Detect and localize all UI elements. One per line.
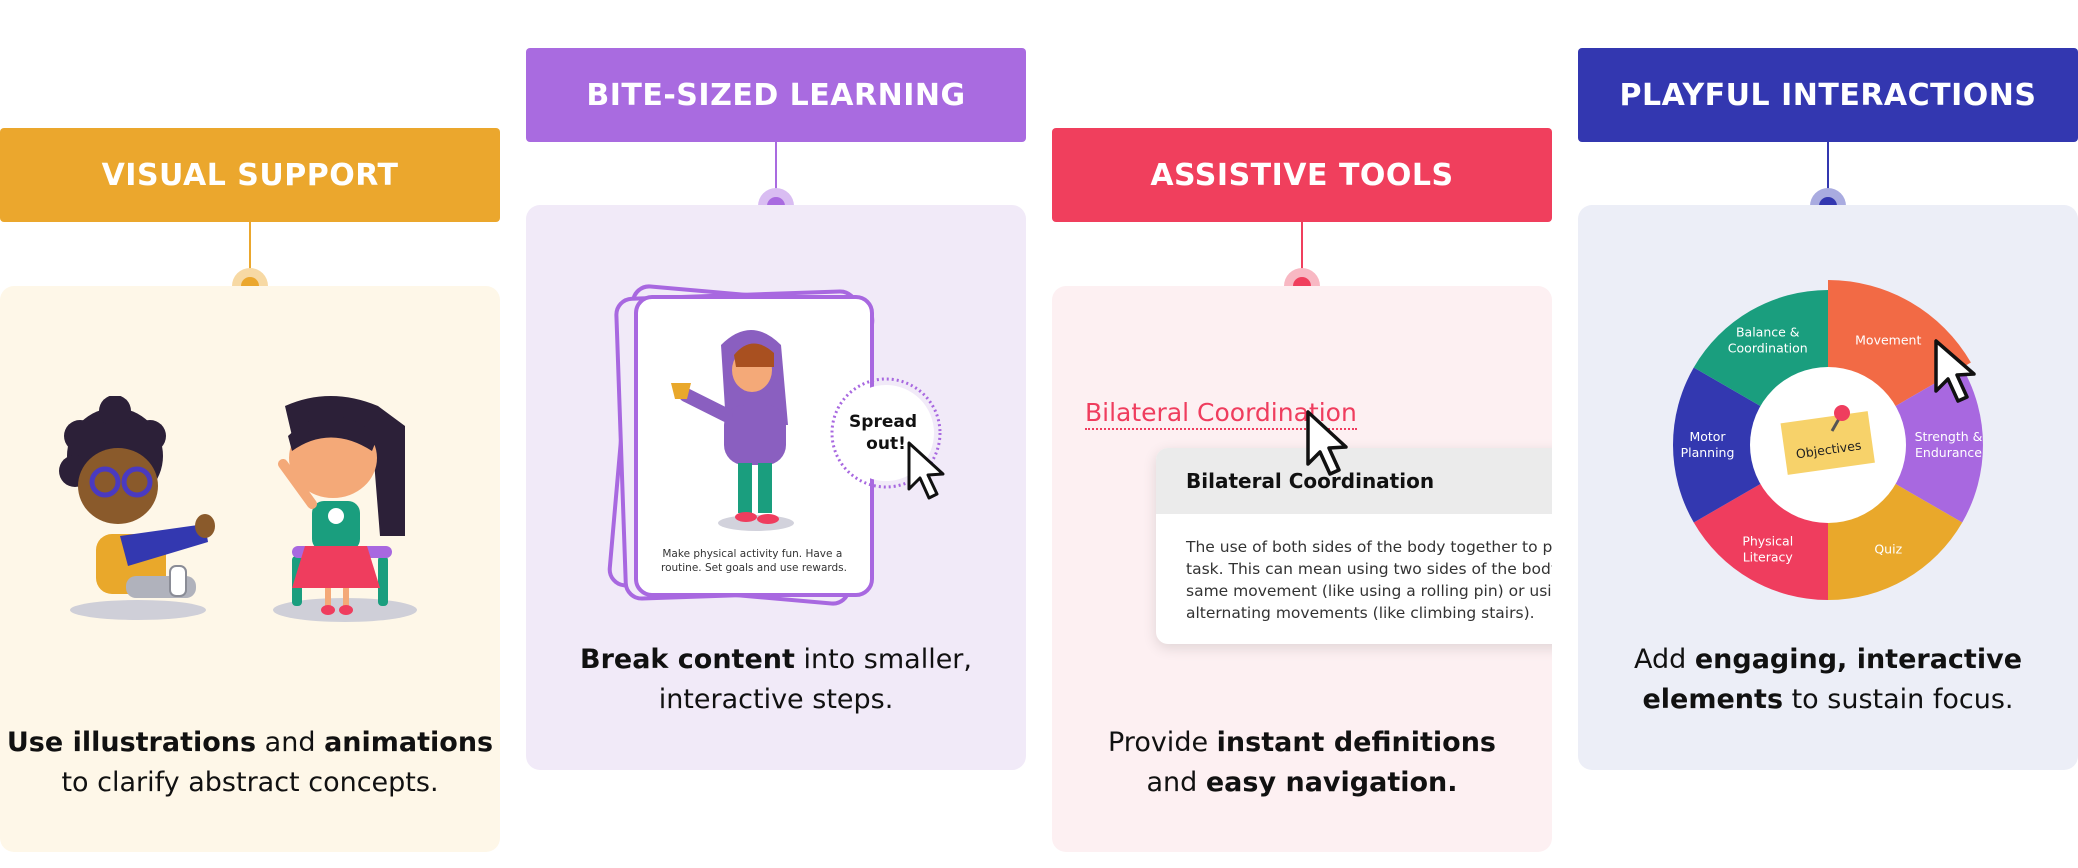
header-playful-interactions: PLAYFUL INTERACTIONS	[1578, 48, 2078, 142]
caption-part: to sustain focus.	[1783, 684, 2014, 715]
header-title: BITE-SIZED LEARNING	[586, 77, 966, 113]
tooltip-title: Bilateral Coordination	[1186, 469, 1435, 493]
caption-part: animations	[324, 727, 494, 758]
column-visual-support: VISUAL SUPPORT	[0, 0, 500, 868]
tooltip-header: Bilateral Coordination	[1156, 448, 1552, 514]
tooltip-line: same movement (like using a rolling pin)…	[1186, 582, 1552, 600]
caption-assistive-tools: Provide instant definitions and easy navi…	[1052, 723, 1552, 803]
caption-part: engaging, interactive	[1694, 644, 2023, 675]
connector-line	[775, 142, 777, 204]
sticky-note	[1780, 411, 1875, 475]
caption-part: and	[1146, 767, 1206, 798]
column-bite-sized-learning: BITE-SIZED LEARNING Make physical activi…	[526, 0, 1026, 868]
caption-part: and	[256, 727, 325, 758]
caption-part: instant definitions	[1216, 727, 1496, 758]
caption-part: Use illustrations	[6, 727, 257, 758]
cursor-icon	[1306, 410, 1348, 476]
caption-part: to clarify abstract concepts.	[61, 767, 439, 798]
tooltip-line: alternating movements (like climbing sta…	[1186, 604, 1535, 622]
caption-playful-interactions: Add engaging, interactive elements to sus…	[1578, 640, 2078, 720]
children-illustration	[59, 396, 417, 622]
header-title: VISUAL SUPPORT	[101, 157, 399, 193]
header-visual-support: VISUAL SUPPORT	[0, 128, 500, 222]
spread-out-badge: Spread out!	[849, 412, 923, 454]
caption-part: elements	[1642, 684, 1784, 715]
caption-part: into smaller,	[794, 644, 972, 675]
connector-line	[1301, 222, 1303, 286]
tooltip-line: task. This can mean using two sides of t…	[1186, 560, 1552, 578]
caption-visual-support: Use illustrations and animations to clari…	[0, 723, 500, 803]
card-visual-support	[0, 286, 500, 852]
connector-line	[249, 222, 251, 286]
cursor-icon	[907, 441, 945, 500]
caption-part: interactive steps.	[658, 684, 894, 715]
header-bite-sized-learning: BITE-SIZED LEARNING	[526, 48, 1026, 142]
column-assistive-tools: ASSISTIVE TOOLS Bilateral Coordination B…	[1052, 0, 1552, 868]
card-assistive-tools: Bilateral Coordination Bilateral Coordin…	[1052, 286, 1552, 852]
header-assistive-tools: ASSISTIVE TOOLS	[1052, 128, 1552, 222]
header-title: ASSISTIVE TOOLS	[1150, 157, 1454, 193]
tooltip-body: The use of both sides of the body togeth…	[1156, 514, 1552, 624]
pin-icon	[1834, 405, 1850, 421]
caption-bite-sized-learning: Break content into smaller, interactive s…	[526, 640, 1026, 720]
girl-figure	[278, 396, 405, 615]
boy-figure	[59, 396, 215, 598]
wheel-segment-label: Quiz	[1874, 541, 1902, 556]
flashcard-text: Make physical activity fun. Have a routi…	[661, 548, 847, 574]
flashcard-stack: Make physical activity fun. Have a routi…	[607, 284, 945, 606]
caption-part: Break content	[579, 644, 795, 675]
caption-part: Provide	[1108, 727, 1217, 758]
card-bite-sized-learning: Make physical activity fun. Have a routi…	[526, 205, 1026, 770]
caption-part: Add	[1633, 644, 1695, 675]
header-title: PLAYFUL INTERACTIONS	[1619, 77, 2037, 113]
wheel-segment-label: Movement	[1855, 333, 1921, 348]
definition-tooltip: Bilateral Coordination The use of both s…	[1156, 448, 1552, 644]
wheel-segment-label: Balance &Coordination	[1728, 325, 1808, 356]
cursor-icon	[1934, 339, 1976, 403]
tooltip-line: The use of both sides of the body togeth…	[1186, 538, 1552, 556]
wheel-segment-label: Strength &Endurance	[1915, 429, 1983, 460]
connector-line	[1827, 142, 1829, 204]
caption-part: easy navigation.	[1205, 767, 1458, 798]
